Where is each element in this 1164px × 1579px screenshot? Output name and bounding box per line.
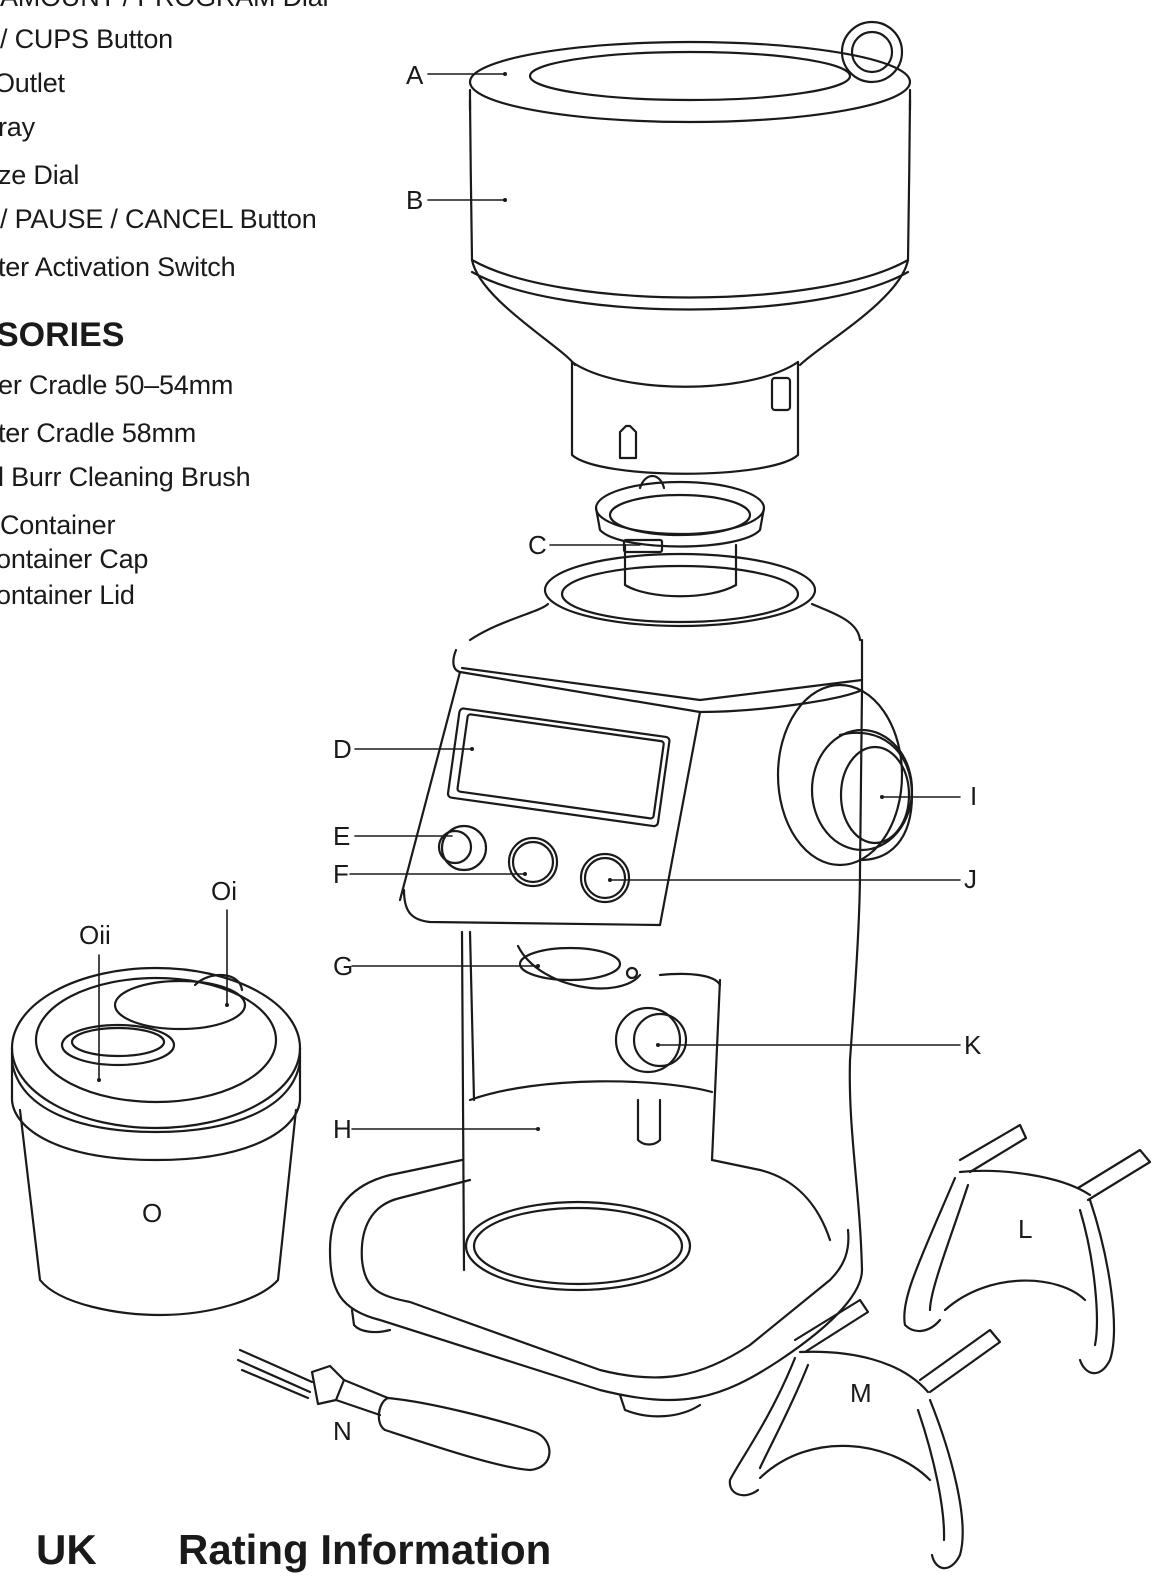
grinder-body <box>328 552 914 1418</box>
accessory-item: er Cradle 50–54mm <box>0 370 234 400</box>
callout-o: O <box>142 1198 162 1228</box>
region-label: UK <box>36 1526 97 1573</box>
accessory-item: ter Cradle 58mm <box>0 418 197 448</box>
callout-j: J <box>964 864 977 894</box>
burr-assembly <box>594 474 766 598</box>
accessory-item: ontainer Cap <box>0 544 149 574</box>
part-item: / CUPS Button <box>0 24 173 54</box>
callout-oii: Oii <box>79 920 111 950</box>
callout-f: F <box>333 859 349 889</box>
callout-a: A <box>406 60 424 90</box>
callout-n: N <box>333 1416 352 1446</box>
grounds-container <box>10 966 302 1317</box>
callout-l: L <box>1018 1214 1032 1244</box>
portafilter-cradle-small <box>728 1298 1002 1570</box>
callout-h: H <box>333 1114 352 1144</box>
callout-i: I <box>970 781 977 811</box>
part-item: Outlet <box>0 68 65 98</box>
callout-m: M <box>850 1378 872 1408</box>
callout-e: E <box>333 821 350 851</box>
rating-information-title: Rating Information <box>178 1526 552 1573</box>
part-item: / PAUSE / CANCEL Button <box>0 204 317 234</box>
accessories-heading: SORIES <box>0 316 125 354</box>
portafilter-cradle-large <box>903 1123 1152 1375</box>
accessory-item: Container <box>0 510 116 540</box>
leader-lines <box>98 73 961 1130</box>
callout-k: K <box>964 1030 982 1060</box>
cleaning-brush <box>236 1348 551 1472</box>
callout-b: B <box>406 185 423 215</box>
part-item: ray <box>0 112 35 142</box>
callout-d: D <box>333 734 352 764</box>
footer-heading: UK Rating Information <box>36 1526 551 1574</box>
part-item: AMOUNT / PROGRAM Dial <box>0 0 329 13</box>
accessory-item: l Burr Cleaning Brush <box>0 462 251 492</box>
callout-oi: Oi <box>211 876 237 906</box>
bean-hopper <box>468 20 912 475</box>
part-item: ze Dial <box>0 160 80 190</box>
accessory-item: ontainer Lid <box>0 580 135 610</box>
callout-g: G <box>333 951 353 981</box>
part-item: ter Activation Switch <box>0 252 236 282</box>
callout-c: C <box>528 530 547 560</box>
